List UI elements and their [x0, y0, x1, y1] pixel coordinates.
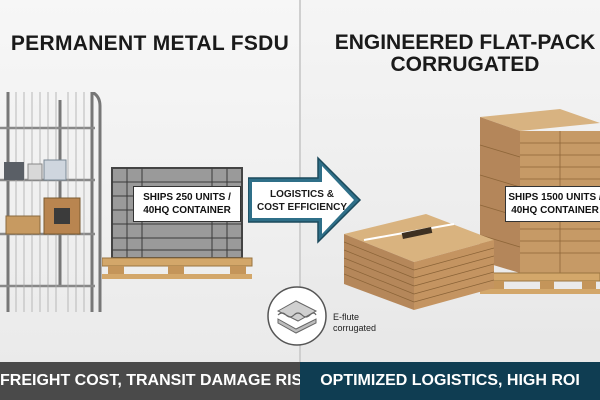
left-title: PERMANENT METAL FSDU: [10, 32, 290, 55]
right-capacity-callout: SHIPS 1500 UNITS / 40HQ CONTAINER: [505, 186, 600, 222]
arrow-label-line1: LOGISTICS &: [270, 189, 334, 200]
left-footer-banner: FREIGHT COST, TRANSIT DAMAGE RISK: [0, 362, 300, 400]
right-title-line1: ENGINEERED FLAT-PACK: [334, 31, 596, 54]
arrow-label-line2: COST EFFICIENCY: [256, 202, 347, 213]
flat-pack-box-stack-illustration: [344, 214, 494, 310]
e-flute-line1: E-flute: [333, 312, 360, 322]
e-flute-line2: corrugated: [333, 323, 377, 333]
left-callout-line1: SHIPS 250 UNITS /: [143, 192, 231, 203]
right-callout-line2: 40HQ CONTAINER: [511, 205, 599, 216]
right-footer-banner: OPTIMIZED LOGISTICS, HIGH ROI: [300, 362, 600, 400]
logistics-arrow: [248, 156, 362, 244]
arrow-label: LOGISTICS & COST EFFICIENCY: [252, 188, 352, 214]
metal-shelving-illustration: [0, 92, 102, 312]
right-callout-line1: SHIPS 1500 UNITS /: [508, 192, 600, 203]
e-flute-label: E-flute corrugated: [333, 312, 376, 334]
right-title: ENGINEERED FLAT-PACK CORRUGATED: [300, 32, 600, 76]
left-capacity-callout: SHIPS 250 UNITS / 40HQ CONTAINER: [133, 186, 241, 222]
e-flute-icon: [267, 286, 327, 346]
right-title-line2: CORRUGATED: [390, 53, 540, 76]
left-callout-line2: 40HQ CONTAINER: [143, 205, 231, 216]
